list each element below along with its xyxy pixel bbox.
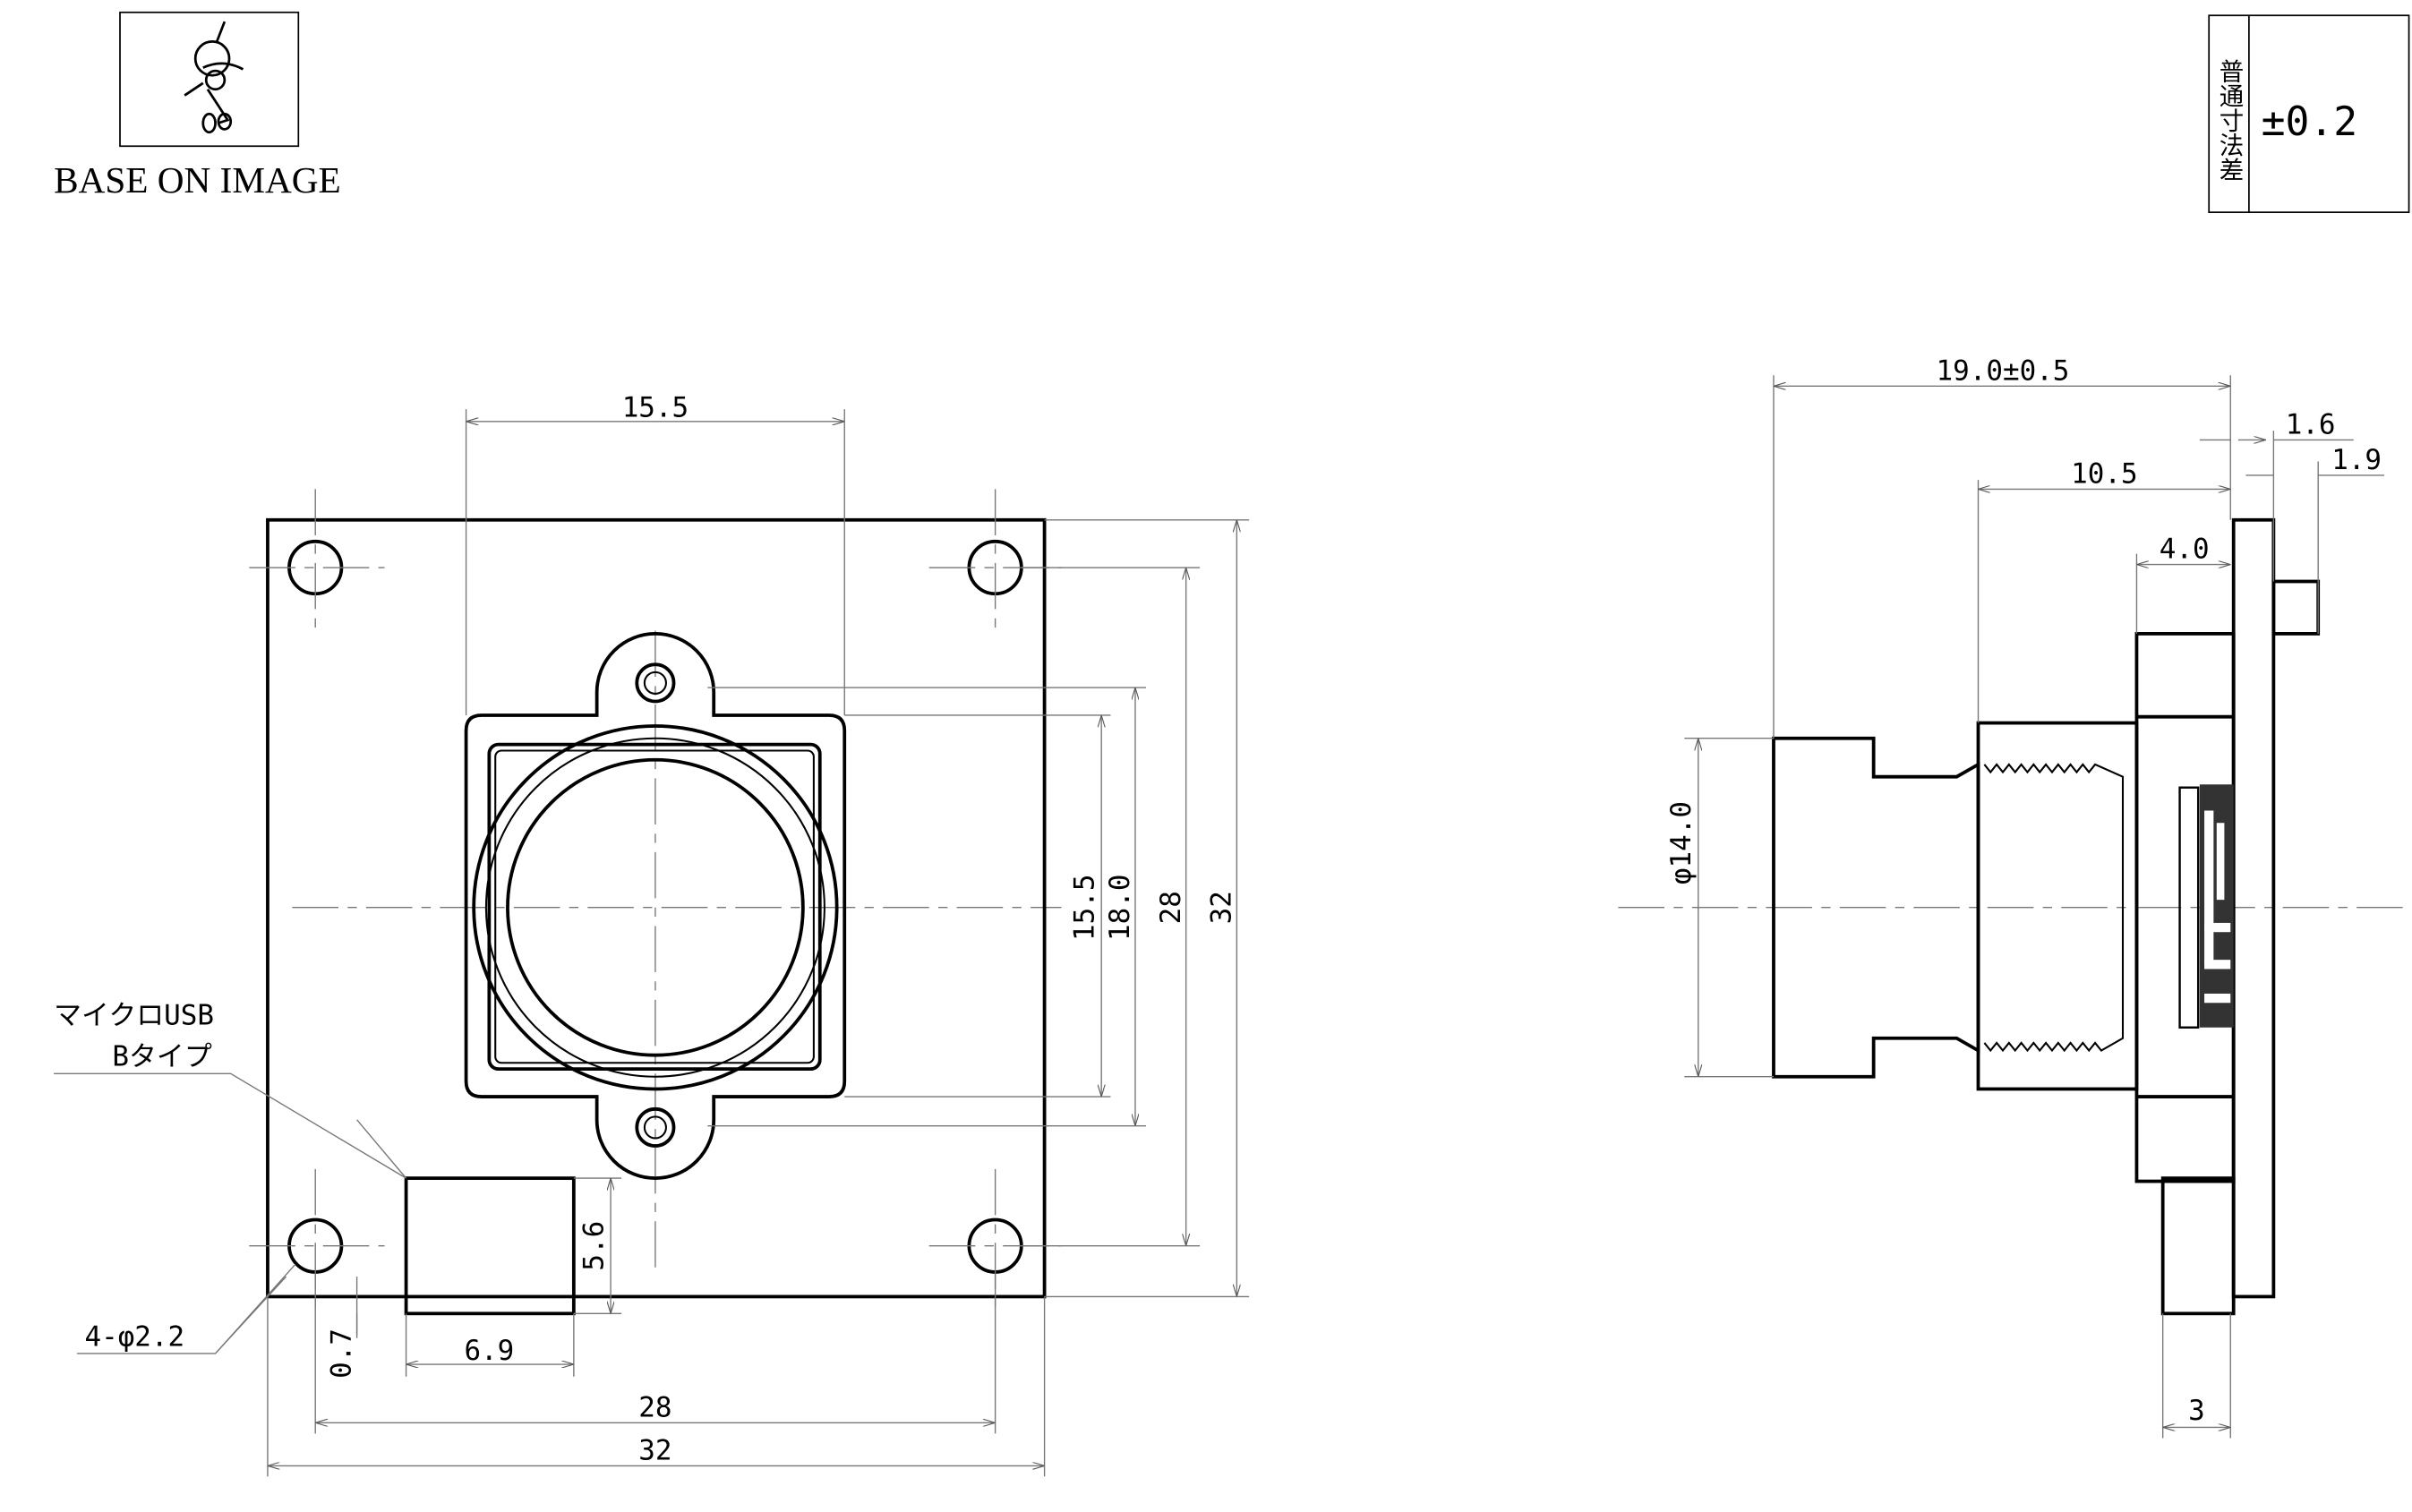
side-pcb (2231, 517, 2276, 1299)
dim-board-height: 32 (1205, 891, 1237, 924)
front-view: 15.5 15.5 18.0 28 32 5.6 0.7 6.9 28 32 マ… (54, 392, 1250, 1477)
dim-conn: 1.9 (2331, 444, 2382, 476)
dim-base: 4.0 (2160, 534, 2210, 566)
dim-holder-height: 18.0 (1104, 875, 1136, 941)
dim-usb-offset: 0.7 (326, 1328, 358, 1379)
note-usb-line2: Bタイプ (112, 1041, 211, 1073)
mounting-holes (249, 489, 1062, 1308)
lens (506, 757, 805, 1057)
note-usb-line1: マイクロUSB (54, 999, 214, 1031)
usb-connector (404, 1176, 576, 1316)
lens-holder (464, 632, 847, 1180)
dim-usb-height: 5.6 (578, 1221, 611, 1271)
image-sensor (2178, 784, 2234, 1029)
logo-box (119, 11, 300, 148)
dim-top-width: 15.5 (622, 392, 689, 424)
side-connector (2271, 579, 2321, 636)
side-view: 19.0±0.5 1.6 1.9 10.5 4.0 φ14.0 3 (1618, 355, 2412, 1439)
dim-board-width: 32 (638, 1435, 671, 1467)
dim-overall: 19.0±0.5 (1937, 355, 2070, 387)
dim-hole-pitch-h: 28 (638, 1391, 671, 1423)
dim-lens-dia: φ14.0 (1665, 801, 1698, 884)
dim-holder: 10.5 (2071, 458, 2137, 491)
note-holes: 4-φ2.2 (84, 1320, 184, 1353)
tolerance-value: ±0.2 (2262, 98, 2358, 145)
tolerance-label: 普通寸法差 (2215, 58, 2244, 181)
dim-inner-height: 15.5 (1069, 875, 1101, 941)
dim-hole-pitch-v: 28 (1155, 891, 1187, 924)
mascot-logo (184, 21, 244, 134)
dim-pcb-thick: 1.6 (2286, 409, 2336, 441)
dim-usb-depth: 3 (2188, 1395, 2205, 1427)
holder-body (1976, 721, 2139, 1091)
dim-usb-width: 6.9 (464, 1335, 514, 1367)
pcb-board (266, 517, 1047, 1299)
tolerance-box: 普通寸法差 ±0.2 (2208, 14, 2410, 214)
logo-caption: BASE ON IMAGE (54, 159, 341, 201)
side-usb (2160, 1176, 2236, 1316)
